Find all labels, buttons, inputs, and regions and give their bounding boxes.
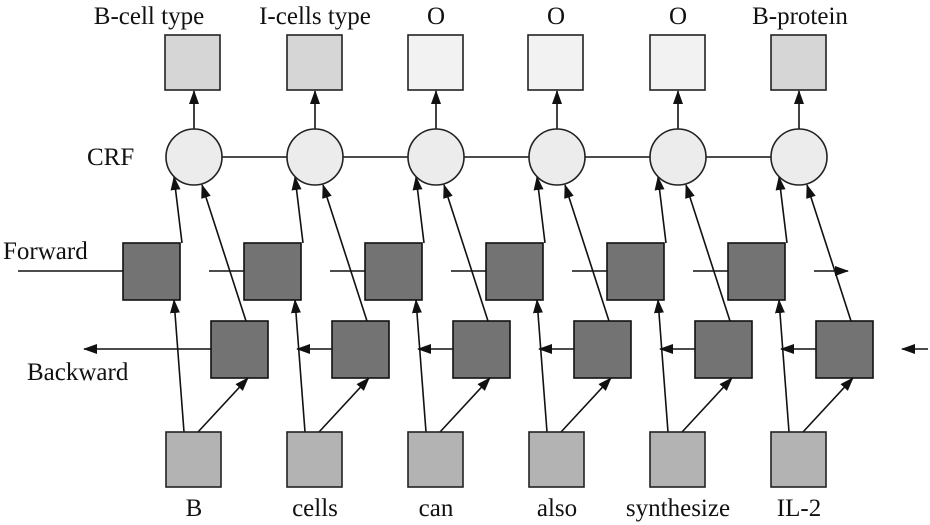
tag-label-1: B-cell type — [94, 3, 204, 30]
backward-cell-6 — [815, 320, 874, 379]
backward-to-crf-arrow — [322, 184, 368, 322]
word-label-1: B — [186, 495, 203, 522]
word-to-forward-arrow — [653, 299, 669, 433]
word-to-forward-arrow — [411, 299, 427, 433]
crf-layer: CRF — [87, 128, 828, 186]
backward-to-crf-arrow — [564, 184, 610, 322]
backward-to-crf-arrow — [685, 184, 731, 322]
word-to-backward-arrow — [681, 377, 733, 433]
word-to-forward-arrow — [532, 299, 548, 433]
word-to-backward-arrow — [439, 377, 491, 433]
word-label-2: cells — [292, 495, 338, 522]
word-box-2 — [286, 431, 343, 488]
word-box-3 — [407, 431, 464, 488]
word-to-forward-arrow — [290, 299, 306, 433]
tag-box-6 — [770, 34, 827, 91]
tag-box-5 — [649, 34, 706, 91]
backward-to-crf-arrow — [443, 184, 489, 322]
crf-node-5 — [649, 128, 707, 186]
crf-node-6 — [770, 128, 828, 186]
tag-label-6: B-protein — [752, 3, 848, 30]
tag-label-3: O — [427, 3, 445, 30]
crf-node-4 — [528, 128, 586, 186]
input-words: B cells can also synthesize IL-2 — [165, 431, 827, 522]
backward-lstm-layer: Backward — [27, 320, 874, 386]
tag-label-5: O — [669, 3, 687, 30]
forward-cell-5 — [606, 242, 665, 301]
forward-to-crf-arrow — [412, 176, 425, 244]
crf-label: CRF — [87, 144, 134, 171]
word-to-backward-arrow — [802, 377, 854, 433]
backward-to-crf-arrow — [806, 184, 852, 322]
word-label-5: synthesize — [626, 495, 730, 522]
forward-cell-3 — [364, 242, 423, 301]
forward-lstm-layer: Forward — [3, 238, 786, 301]
word-label-3: can — [419, 495, 454, 522]
backward-cell-5 — [694, 320, 753, 379]
word-box-6 — [770, 431, 827, 488]
forward-cell-6 — [727, 242, 786, 301]
word-box-5 — [649, 431, 706, 488]
tag-box-4 — [527, 34, 584, 91]
word-to-backward-arrow — [197, 377, 249, 433]
forward-to-crf-arrow — [533, 176, 546, 244]
tag-label-4: O — [547, 3, 565, 30]
forward-to-crf-arrow — [654, 176, 667, 244]
output-tags: B-cell type I-cells type O O O B-protein — [94, 3, 848, 91]
word-to-backward-arrow — [318, 377, 370, 433]
word-to-backward-arrow — [560, 377, 612, 433]
forward-cell-1 — [122, 242, 181, 301]
backward-cell-1 — [210, 320, 269, 379]
tag-box-2 — [286, 34, 343, 91]
tag-label-2: I-cells type — [259, 3, 371, 30]
backward-cell-3 — [452, 320, 511, 379]
backward-cell-4 — [573, 320, 632, 379]
backward-cell-2 — [331, 320, 390, 379]
word-box-4 — [528, 431, 585, 488]
word-box-1 — [165, 431, 222, 488]
connections — [18, 90, 928, 433]
word-label-4: also — [537, 495, 577, 522]
crf-node-1 — [165, 128, 223, 186]
forward-to-crf-arrow — [170, 176, 183, 244]
word-to-forward-arrow — [169, 299, 185, 433]
forward-to-crf-arrow — [291, 176, 304, 244]
forward-cell-4 — [485, 242, 544, 301]
backward-label: Backward — [27, 359, 129, 386]
forward-to-crf-arrow — [775, 176, 788, 244]
word-label-6: IL-2 — [777, 495, 821, 522]
tag-box-1 — [164, 34, 221, 91]
crf-node-2 — [286, 128, 344, 186]
backward-to-crf-arrow — [201, 184, 247, 322]
crf-node-3 — [407, 128, 465, 186]
forward-label: Forward — [3, 238, 88, 265]
forward-cell-2 — [243, 242, 302, 301]
tag-box-3 — [407, 34, 464, 91]
word-to-forward-arrow — [774, 299, 790, 433]
